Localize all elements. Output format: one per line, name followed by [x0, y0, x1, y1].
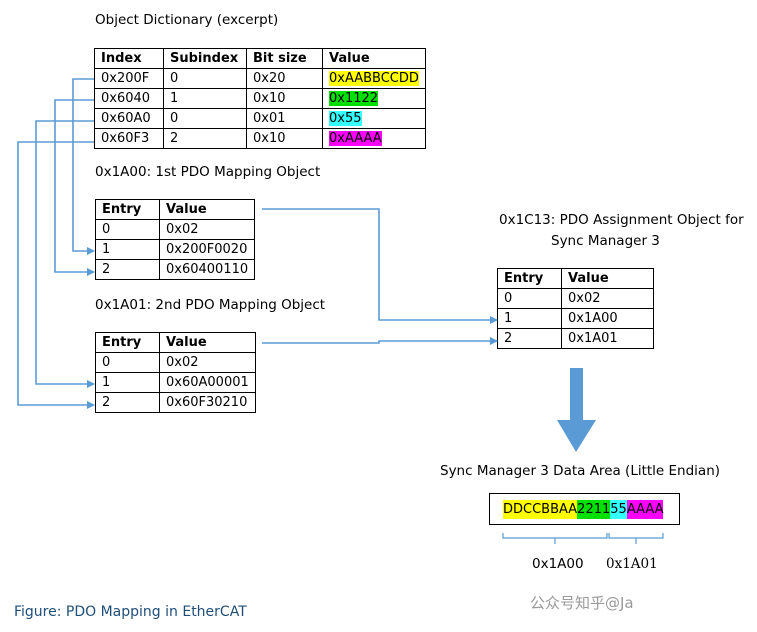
value-highlight-green: 0x1122 — [329, 91, 379, 106]
bytes-segment-1a00-second: 2211 — [577, 500, 611, 519]
table-row: 0 0x02 — [95, 352, 256, 373]
table-header-row: Index Subindex Bit size Value — [94, 48, 426, 69]
table-row: 0x200F 0 0x20 0xAABBCCDD — [94, 68, 426, 89]
cell-value: 0x02 — [158, 219, 256, 240]
brace-1a01-icon — [608, 533, 664, 544]
cell-value: 0x02 — [159, 352, 256, 373]
assignment-title-line2: Sync Manager 3 — [551, 233, 660, 249]
table-row: 2 0x60400110 — [95, 259, 256, 280]
cell-entry: 2 — [95, 392, 160, 413]
pdo1-title: 0x1A00: 1st PDO Mapping Object — [95, 164, 321, 180]
cell-bitsize: 0x20 — [246, 68, 323, 89]
data-area-title: Sync Manager 3 Data Area (Little Endian) — [440, 463, 721, 479]
assignment-title-line1: 0x1C13: PDO Assignment Object for — [499, 212, 744, 228]
cell-value: 0xAAAA — [322, 128, 426, 149]
table-row: 0x60F3 2 0x10 0xAAAA — [94, 128, 426, 149]
watermark: 公众号知乎@Ja — [530, 594, 634, 612]
cell-index: 0x60F3 — [94, 128, 164, 149]
cell-index: 0x6040 — [94, 88, 164, 109]
table-row: 2 0x1A01 — [497, 328, 654, 349]
connector-pdo2-to-assignment — [262, 337, 498, 345]
figure-caption: Figure: PDO Mapping in EtherCAT — [14, 604, 247, 620]
data-area-box: DDCCBBAA221155AAAA — [489, 493, 680, 525]
table-row: 1 0x1A00 — [497, 308, 654, 329]
header-subindex: Subindex — [163, 48, 247, 69]
brace-label-1a00: 0x1A00 — [532, 556, 584, 572]
value-highlight-cyan: 0x55 — [329, 111, 362, 126]
bytes-segment-1a01-second: AAAA — [626, 500, 664, 519]
brace-icons — [502, 533, 664, 544]
table-row: 2 0x60F30210 — [95, 392, 256, 413]
pdo1-table: Entry Value 0 0x02 1 0x200F0020 2 0x6040… — [95, 199, 256, 280]
bytes-segment-1a01-first: 55 — [610, 500, 627, 519]
table-row: 0 0x02 — [95, 219, 256, 240]
table-row: 0 0x02 — [497, 288, 654, 309]
cell-value: 0x1A01 — [561, 328, 654, 349]
header-value: Value — [158, 199, 256, 220]
cell-value: 0x1122 — [322, 88, 426, 109]
header-entry: Entry — [95, 199, 160, 220]
table-header-row: Entry Value — [95, 199, 256, 220]
connector-pdo1-to-assignment — [262, 208, 498, 324]
header-bitsize: Bit size — [246, 48, 323, 69]
cell-bitsize: 0x10 — [246, 128, 323, 149]
bytes-segment-1a00-first: DDCCBBAA — [503, 500, 578, 519]
cell-bitsize: 0x01 — [246, 108, 323, 129]
assignment-table: Entry Value 0 0x02 1 0x1A00 2 0x1A01 — [497, 268, 654, 349]
object-dictionary-table: Index Subindex Bit size Value 0x200F 0 0… — [94, 48, 426, 149]
brace-label-1a01: 0x1A01 — [606, 556, 658, 572]
cell-value: 0x55 — [322, 108, 426, 129]
value-highlight-magenta: 0xAAAA — [329, 131, 382, 146]
connector-60a0-to-pdo2 — [35, 120, 95, 388]
brace-1a00-icon — [502, 533, 608, 544]
data-bytes: DDCCBBAA221155AAAA — [503, 500, 664, 519]
cell-subindex: 2 — [163, 128, 247, 149]
table-header-row: Entry Value — [497, 268, 654, 289]
value-highlight-yellow: 0xAABBCCDD — [329, 71, 419, 86]
cell-value: 0xAABBCCDD — [322, 68, 426, 89]
cell-value: 0x60F30210 — [159, 392, 256, 413]
connector-60f3-to-pdo2 — [17, 141, 95, 409]
cell-value: 0x60400110 — [158, 259, 256, 280]
pdo2-title: 0x1A01: 2nd PDO Mapping Object — [95, 297, 326, 313]
down-arrow-icon — [557, 368, 596, 452]
table-row: 0x60A0 0 0x01 0x55 — [94, 108, 426, 129]
object-dictionary-title: Object Dictionary (excerpt) — [95, 12, 279, 28]
connector-200f-to-pdo1 — [72, 78, 95, 255]
pdo2-table: Entry Value 0 0x02 1 0x60A00001 2 0x60F3… — [95, 332, 256, 413]
connector-6040-to-pdo1 — [54, 99, 95, 276]
